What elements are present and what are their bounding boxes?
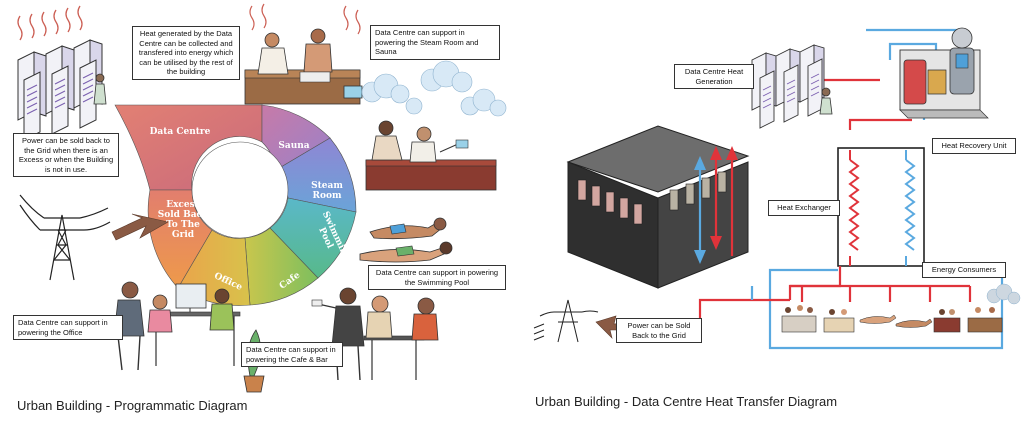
ring-segment-excess — [147, 189, 213, 289]
exchanger-hot-coil — [848, 159, 860, 251]
server-racks-illustration — [17, 5, 107, 141]
label-heat-recovery-unit: Heat Recovery Unit — [932, 138, 1016, 154]
note-heat-generated: Heat generated by the Data Centre can be… — [132, 26, 240, 80]
exchanger-cold-coil — [904, 159, 916, 251]
heat-transfer-diagram-graphic — [533, 27, 1021, 350]
energy-consumers-illustration — [781, 283, 1021, 333]
label-heat-exchanger: Heat Exchanger — [768, 200, 840, 216]
programmatic-diagram-graphic — [17, 3, 507, 393]
programmatic-diagram-panel: Data Centre Sauna Steam Room Swimming Po… — [13, 3, 507, 413]
programme-ring — [111, 104, 357, 306]
label-energy-consumers: Energy Consumers — [922, 262, 1006, 278]
grid-arrow — [111, 213, 169, 241]
right-caption: Urban Building - Data Centre Heat Transf… — [535, 394, 838, 409]
heat-transfer-diagram-panel: Data Centre Heat Generation Heat Recover… — [520, 0, 1024, 430]
office-illustration — [113, 281, 265, 393]
note-power-sold: Power can be sold back to the Grid when … — [13, 133, 119, 177]
note-cafe-bar: Data Centre can support in powering the … — [241, 342, 343, 367]
ring-label-data-centre: Data Centre — [149, 127, 211, 137]
note-steam-sauna: Data Centre can support in powering the … — [370, 25, 500, 60]
ring-label-sauna: Sauna — [278, 141, 310, 151]
label-power-sold: Power can be Sold Back to the Grid — [616, 318, 702, 343]
ring-label-excess: Excess Sold Back To The Grid — [157, 200, 209, 240]
power-pylon-illustration — [19, 194, 111, 281]
steam-room-illustration — [365, 120, 497, 191]
heat-recovery-unit-illustration — [899, 27, 989, 119]
label-heat-generation: Data Centre Heat Generation — [674, 64, 754, 89]
left-caption: Urban Building - Programmatic Diagram — [17, 398, 248, 413]
note-office: Data Centre can support in powering the … — [13, 315, 123, 340]
server-racks-illustration — [751, 44, 833, 129]
ring-label-steam-room: Steam Room — [311, 181, 343, 201]
urban-building-illustration — [566, 125, 750, 289]
ring-segment-data-centre — [114, 104, 263, 191]
swimmers-illustration — [359, 217, 453, 263]
steam-clouds-illustration — [361, 60, 507, 117]
cafe-illustration — [311, 287, 439, 381]
note-swimming-pool: Data Centre can support in powering the … — [368, 265, 506, 290]
sauna-illustration — [244, 3, 363, 105]
